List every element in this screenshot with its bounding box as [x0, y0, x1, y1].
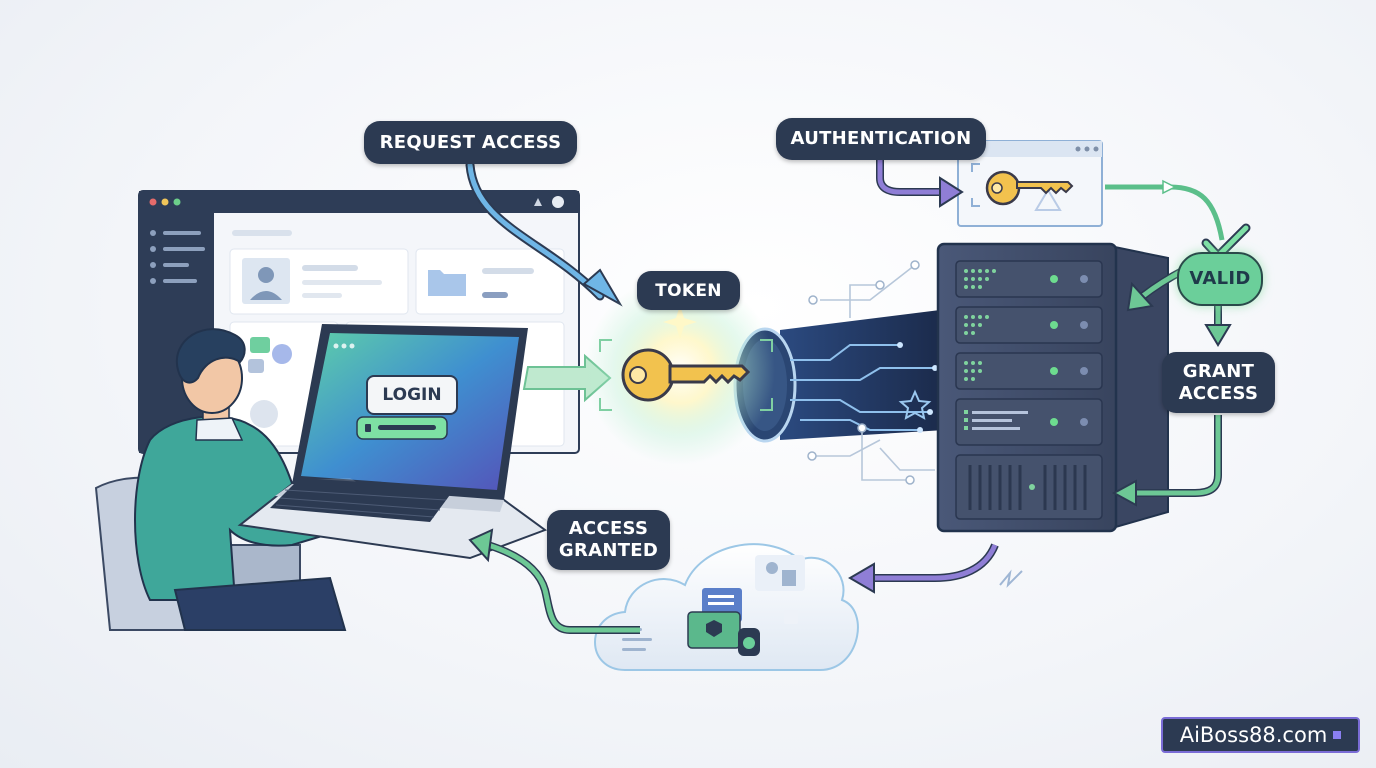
authentication-label: AUTHENTICATION — [776, 118, 986, 160]
authentication-arrow — [876, 160, 964, 208]
watermark-text: AiBoss88.com — [1179, 723, 1328, 747]
server-unit — [955, 352, 1103, 390]
cloud-storage-icon — [594, 543, 859, 671]
key-icon — [621, 348, 751, 402]
token-label: TOKEN — [637, 271, 740, 310]
access-granted-label: ACCESS GRANTED — [547, 510, 670, 570]
request-access-label: REQUEST ACCESS — [364, 121, 577, 164]
circuit-lines — [815, 264, 935, 481]
authentication-window — [957, 140, 1103, 227]
folder-icon — [428, 270, 466, 296]
server-unit — [955, 260, 1103, 298]
server-rack-icon — [936, 242, 1169, 533]
valid-badge: VALID — [1177, 252, 1263, 306]
watermark: AiBoss88.com — [1161, 717, 1360, 753]
watermark-square-icon — [1333, 731, 1342, 739]
token-key — [585, 275, 775, 465]
request-access-arrow — [465, 160, 623, 307]
login-button[interactable]: LOGIN — [366, 375, 458, 415]
server-unit — [955, 306, 1103, 344]
server-to-cloud-arrow — [848, 543, 1023, 594]
server-unit — [955, 398, 1103, 446]
access-granted-arrow — [468, 528, 640, 634]
server-unit — [955, 454, 1103, 520]
key-icon — [985, 170, 1074, 206]
person-icon — [134, 328, 374, 631]
grant-access-label: GRANT ACCESS — [1162, 352, 1275, 413]
